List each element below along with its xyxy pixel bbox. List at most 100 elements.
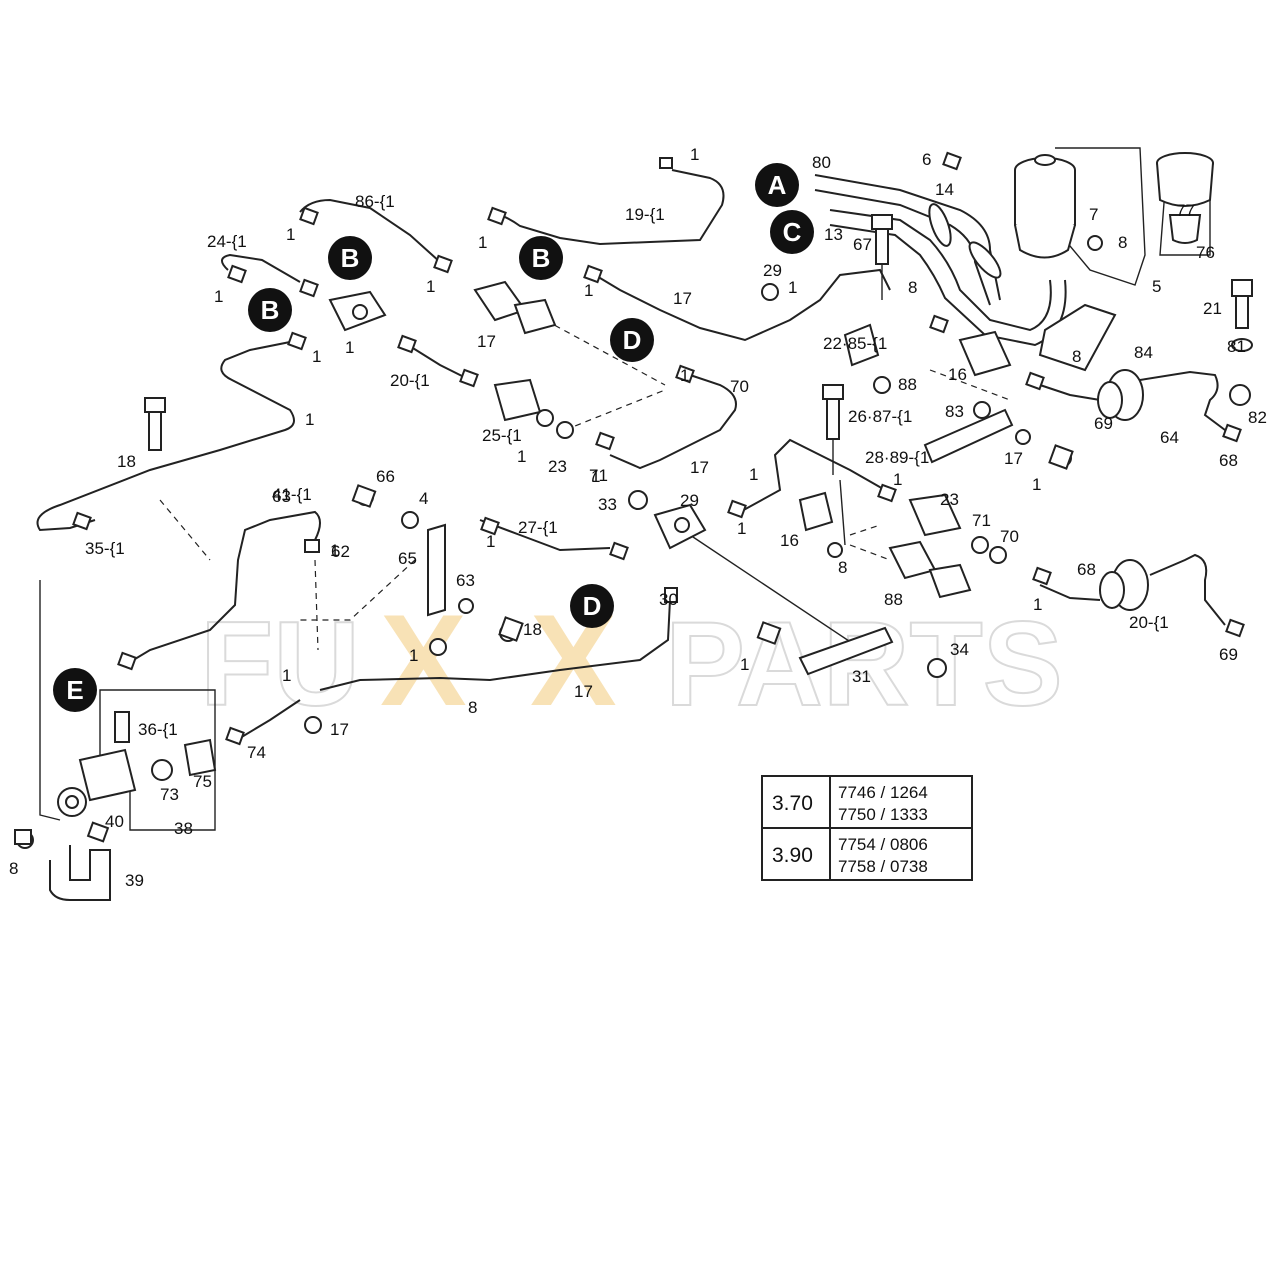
bracket-65 xyxy=(427,523,446,617)
part-label: 63 xyxy=(272,487,291,506)
dash-23-upper xyxy=(564,389,666,431)
part-label: 1 xyxy=(214,287,223,306)
table-serial-2b: 7758 / 0738 xyxy=(838,857,928,876)
union-88-lower xyxy=(888,540,972,599)
pipe-19 xyxy=(489,169,725,246)
part-label: 8 xyxy=(468,698,477,717)
part-label: 34 xyxy=(950,640,969,659)
tee-29-upper xyxy=(328,290,387,332)
callout-circle-b xyxy=(248,288,292,332)
callout-letter-c: C xyxy=(783,217,802,247)
part-label: 73 xyxy=(160,785,179,804)
watermark-left: FU xyxy=(200,597,360,731)
part-label: 13 xyxy=(824,225,843,244)
part-label: 20-{1 xyxy=(1129,613,1169,632)
part-label: 31 xyxy=(852,667,871,686)
part-label: 1 xyxy=(426,277,435,296)
callout-circle-b xyxy=(519,236,563,280)
part-label: 75 xyxy=(193,772,212,791)
bolts-misc xyxy=(14,444,1074,845)
part-label: 8 xyxy=(1072,347,1081,366)
pipe-fittings xyxy=(72,151,1245,746)
bolt-18-mid xyxy=(822,384,844,440)
callout-letter-b: B xyxy=(341,243,360,273)
part-label: 80 xyxy=(812,153,831,172)
part-label: 19-{1 xyxy=(625,205,665,224)
leader-30 xyxy=(689,534,856,646)
part-label: 39 xyxy=(125,871,144,890)
part-label: 8 xyxy=(9,859,18,878)
part-label: 71 xyxy=(972,511,991,530)
part-label: 17 xyxy=(1004,449,1023,468)
part-label: 64 xyxy=(1160,428,1179,447)
part-label: 1 xyxy=(330,541,339,560)
part-label: 17 xyxy=(673,289,692,308)
watermark-x1: X xyxy=(380,587,467,733)
part-label: 1 xyxy=(893,470,902,489)
part-label: 21 xyxy=(1203,299,1222,318)
watermark: FU X X PARTS xyxy=(199,587,1064,733)
part-label: 14 xyxy=(935,180,954,199)
part-label: 68 xyxy=(1219,451,1238,470)
part-label: 70 xyxy=(730,377,749,396)
dash-41-down xyxy=(314,559,319,651)
part-label: 1 xyxy=(591,467,600,486)
part-label: 86-{1 xyxy=(355,192,395,211)
pipe-68-upper xyxy=(1039,384,1101,401)
part-label: 83 xyxy=(945,402,964,421)
part-label: 6 xyxy=(922,150,931,169)
pipe-lines xyxy=(36,147,1226,831)
part-label: 88 xyxy=(898,375,917,394)
part-label: 7 xyxy=(1089,205,1098,224)
part-label: 17 xyxy=(330,720,349,739)
part-label: 40 xyxy=(105,812,124,831)
pipe-27 xyxy=(479,519,611,552)
hose-13-c xyxy=(829,209,1052,332)
part-label: 70 xyxy=(1000,527,1019,546)
pipe-68-lower xyxy=(1039,584,1101,601)
part-label: 18 xyxy=(117,452,136,471)
part-label: 1 xyxy=(312,347,321,366)
pipe-35 xyxy=(36,339,301,532)
hose-80-a xyxy=(814,174,1001,301)
part-label: 1 xyxy=(740,655,749,674)
valve-block-e xyxy=(57,711,217,817)
part-label: 1 xyxy=(737,519,746,538)
part-label: 62 xyxy=(331,542,350,561)
table-model-1: 3.70 xyxy=(772,792,813,815)
part-label: 1 xyxy=(680,366,689,385)
part-label: 1 xyxy=(1032,475,1041,494)
callout-letter-d: D xyxy=(623,325,642,355)
pipe-28-89 xyxy=(739,438,886,513)
part-label: 16 xyxy=(948,365,967,384)
part-label: 25-{1 xyxy=(482,426,522,445)
part-label: 27-{1 xyxy=(518,518,558,537)
sleeve-21 xyxy=(958,330,1012,377)
part-label: 33 xyxy=(598,495,617,514)
part-label: 84 xyxy=(1134,343,1153,362)
part-label: 17 xyxy=(690,458,709,477)
part-label: 1 xyxy=(517,447,526,466)
union-88-upper xyxy=(473,280,557,335)
dash-lower-88 xyxy=(849,544,891,561)
part-label: 24-{1 xyxy=(207,232,247,251)
tee-29-lower xyxy=(653,503,707,550)
pipe-36 xyxy=(319,599,671,691)
part-label: 63 xyxy=(456,571,475,590)
callout-circle-a xyxy=(755,163,799,207)
plate-30 xyxy=(798,626,894,676)
part-label: 81 xyxy=(1227,337,1246,356)
part-label: 69 xyxy=(1219,645,1238,664)
part-label: 8 xyxy=(1118,233,1127,252)
plate-64 xyxy=(923,408,1014,464)
bracket-81 xyxy=(1038,303,1117,372)
part-label: 74 xyxy=(247,743,266,762)
part-label: 35-{1 xyxy=(85,539,125,558)
pipe-22-85 xyxy=(589,268,891,342)
parts xyxy=(14,151,1253,901)
leader-16-lower xyxy=(839,479,846,546)
part-label: 38 xyxy=(174,819,193,838)
part-label: 1 xyxy=(486,532,495,551)
clamp-16-upper xyxy=(843,323,880,367)
